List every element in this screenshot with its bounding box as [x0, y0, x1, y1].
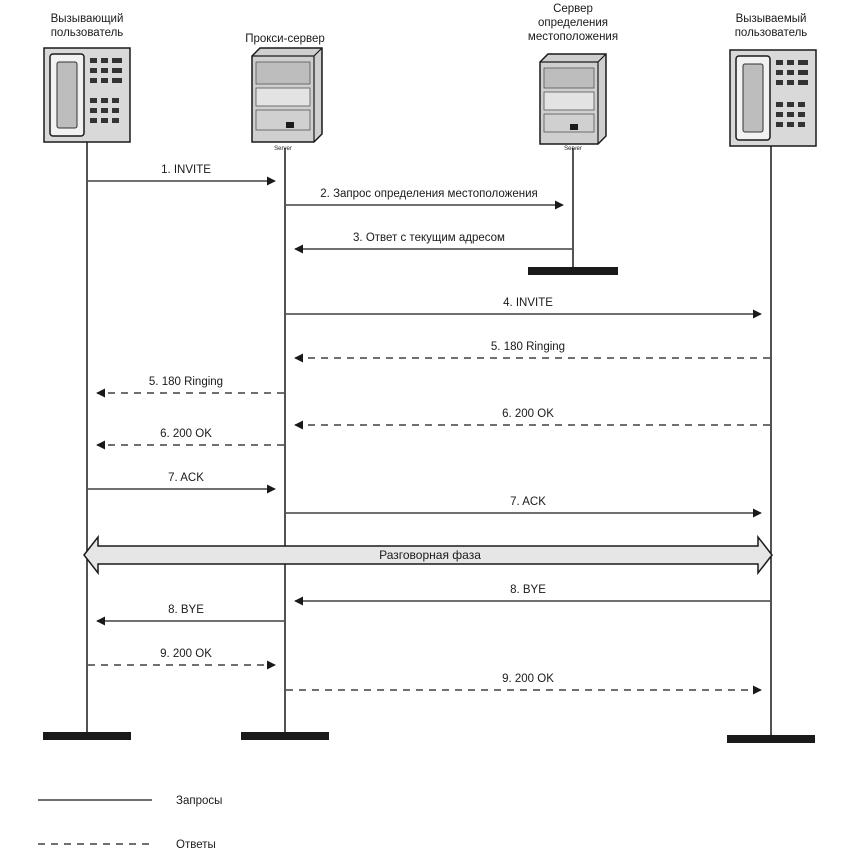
message-label: 9. 200 OK	[502, 673, 554, 685]
proxy-server-device-label: Server	[274, 146, 292, 152]
legend-response-label: Ответы	[176, 839, 216, 851]
location-label-line: определения	[538, 17, 608, 29]
message-label: 7. ACK	[168, 472, 204, 484]
message-label: 5. 180 Ringing	[149, 376, 223, 388]
message-13: 9. 200 OK	[88, 648, 276, 670]
legend: Запросы Ответы	[38, 795, 222, 851]
message-label: 6. 200 OK	[160, 428, 212, 440]
location-label: Сервер определения местоположения	[528, 3, 618, 43]
proxy-lifeline-end-bar	[241, 732, 329, 740]
proxy-server-icon	[251, 47, 323, 143]
message-label: 8. BYE	[168, 604, 204, 616]
message-label: 8. BYE	[510, 584, 546, 596]
message-11: 8. BYE	[294, 584, 770, 606]
location-label-line: Сервер	[553, 3, 593, 15]
message-label: 2. Запрос определения местоположения	[320, 188, 537, 200]
message-3: 3. Ответ с текущим адресом	[294, 232, 572, 254]
message-label: 5. 180 Ringing	[491, 341, 565, 353]
message-14: 9. 200 OK	[286, 673, 762, 695]
message-label: 7. ACK	[510, 496, 546, 508]
message-label: 4. INVITE	[503, 297, 553, 309]
proxy-label-line: Прокси-сервер	[245, 33, 325, 45]
message-4: 4. INVITE	[286, 297, 762, 319]
caller-label-line: пользователь	[51, 27, 124, 39]
message-7: 6. 200 OK	[294, 408, 770, 430]
message-label: 1. INVITE	[161, 164, 211, 176]
callee-label: Вызываемый пользователь	[735, 13, 808, 39]
caller-phone-icon	[43, 47, 131, 143]
caller-label: Вызывающий пользователь	[51, 13, 124, 39]
callee-phone-icon	[729, 49, 817, 147]
legend-request-label: Запросы	[176, 795, 222, 807]
message-8: 6. 200 OK	[96, 428, 284, 450]
message-label: 9. 200 OK	[160, 648, 212, 660]
message-9: 7. ACK	[88, 472, 276, 494]
location-label-line: местоположения	[528, 31, 618, 43]
caller-label-line: Вызывающий	[51, 13, 124, 25]
message-label: 6. 200 OK	[502, 408, 554, 420]
message-label: 3. Ответ с текущим адресом	[353, 232, 505, 244]
message-6: 5. 180 Ringing	[96, 376, 284, 398]
conversation-phase-arrow: Разговорная фаза	[83, 534, 773, 576]
message-2: 2. Запрос определения местоположения	[286, 188, 564, 210]
message-5: 5. 180 Ringing	[294, 341, 770, 363]
callee-label-line: пользователь	[735, 27, 808, 39]
location-server-icon	[539, 53, 607, 145]
conversation-phase-label: Разговорная фаза	[379, 548, 481, 562]
callee-label-line: Вызываемый	[736, 13, 807, 25]
location-lifeline-end-bar	[528, 267, 618, 275]
message-12: 8. BYE	[96, 604, 284, 626]
proxy-label: Прокси-сервер	[245, 33, 325, 45]
message-1: 1. INVITE	[88, 164, 276, 186]
message-10: 7. ACK	[286, 496, 762, 518]
callee-lifeline-end-bar	[727, 735, 815, 743]
caller-lifeline-end-bar	[43, 732, 131, 740]
